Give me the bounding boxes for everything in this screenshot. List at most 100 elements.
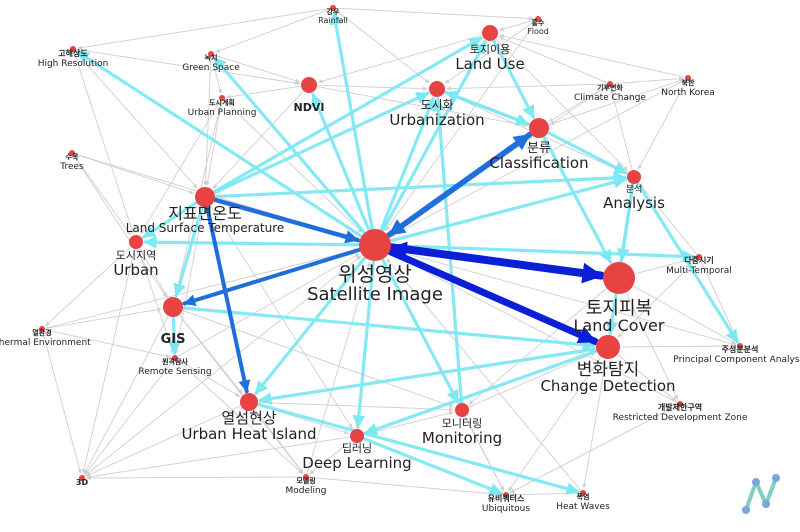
node-landuse: [482, 25, 498, 41]
medium-link-satellite-to-urbanization: [379, 96, 435, 231]
node-ndvi: [301, 77, 317, 93]
node-label-en-multitemporal: Multi-Temporal: [666, 266, 732, 276]
node-label-en-analysis: Analysis: [603, 194, 665, 212]
node-remote: [172, 355, 178, 361]
node-planning: [219, 95, 225, 101]
weak-link-remote-to-satellite: [178, 253, 360, 357]
node-multitemporal: [696, 254, 702, 260]
node-label-ko-monitoring: 모니터링: [442, 417, 482, 430]
weak-link-restricted-to-ubiquitous: [509, 405, 677, 494]
medium-link-change-to-deep: [363, 349, 598, 436]
weak-link-thermal-to-3d: [42, 332, 82, 474]
node-landcover: [603, 262, 635, 294]
weak-link-rainfall-to-urbanization: [335, 10, 430, 84]
weak-link-gis-to-3d: [83, 316, 169, 475]
node-3d: [79, 475, 85, 481]
weak-link-flood-to-urbanization: [444, 20, 536, 84]
weak-link-climate-to-northkorea: [613, 76, 684, 85]
weak-link-landcover-to-restricted: [625, 292, 679, 400]
weak-link-landuse-to-analysis: [495, 38, 629, 172]
weak-link-rainfall-to-highres: [77, 8, 330, 50]
node-label-en-trees: Trees: [59, 162, 84, 172]
node-urban: [129, 235, 143, 249]
node-flood: [535, 16, 541, 22]
medium-link-analysis-to-landcover: [616, 183, 635, 262]
weak-link-ndvi-to-classification: [317, 86, 528, 128]
node-label-ko-deep: 딥러닝: [342, 442, 372, 455]
node-label-ko-heatwaves: 폭염: [577, 492, 590, 501]
strong-link-satellite-to-change: [387, 248, 599, 345]
node-satellite: [359, 229, 391, 261]
medium-link-satellite-to-highres: [75, 50, 363, 238]
node-northkorea: [685, 75, 691, 81]
weak-link-landcover-to-monitoring: [468, 288, 607, 405]
node-label-en-northkorea: North Korea: [661, 88, 715, 98]
node-label-en-green: Green Space: [182, 63, 240, 73]
weak-link-lst-to-remote: [174, 207, 204, 354]
weak-link-green-to-ndvi: [214, 54, 300, 83]
weak-link-gis-to-monitoring: [182, 310, 454, 408]
weak-link-deep-to-3d: [86, 436, 350, 479]
node-label-en-planning: Urban Planning: [188, 108, 257, 118]
medium-link-lst-to-gis: [173, 206, 204, 298]
weak-link-urban-to-remote: [138, 249, 175, 354]
node-urbanization: [429, 81, 445, 97]
node-label-ko-analysis: 분석: [626, 184, 643, 195]
node-label-en-lst: Land Surface Temperature: [126, 221, 285, 235]
node-label-en-heatwaves: Heat Waves: [556, 502, 610, 512]
weak-link-gis-to-modeling: [179, 315, 304, 474]
nodes: [39, 5, 743, 498]
weak-link-highres-to-urban: [73, 52, 135, 234]
node-label-ko-urban: 도시지역: [116, 249, 156, 262]
medium-link-uhi-to-heatwaves: [257, 403, 580, 495]
weak-link-rainfall-to-green: [215, 8, 330, 53]
node-label-ko-lst: 지표면온도: [168, 204, 242, 223]
node-label-ko-landcover: 토지피복: [586, 298, 652, 319]
weak-link-multitemporal-to-pca: [700, 260, 739, 342]
medium-link-change-to-uhi: [258, 347, 597, 405]
weak-link-climate-to-classification: [548, 85, 608, 123]
node-label-ko-3d: 3D: [76, 478, 89, 487]
strong-link-satellite-to-gis: [182, 248, 361, 307]
weak-link-trees-to-gis: [73, 155, 167, 298]
node-label-ko-trees: 수목: [66, 152, 79, 161]
weak-link-change-to-pca: [620, 343, 736, 349]
node-gis: [163, 297, 183, 317]
weak-link-remote-to-uhi: [177, 359, 240, 397]
medium-link-satellite-to-uhi: [254, 256, 366, 395]
node-label-ko-landuse: 토지이용: [470, 43, 510, 56]
medium-link-satellite-to-deep: [352, 260, 375, 429]
node-label-ko-ubiquitous: 유비쿼터스: [488, 493, 525, 503]
weak-link-planning-to-satellite: [224, 100, 363, 233]
medium-link-deep-to-ubiquitous: [362, 437, 503, 495]
weak-link-change-to-restricted: [617, 354, 677, 402]
node-green: [208, 51, 214, 57]
weak-link-thermal-to-satellite: [45, 248, 358, 329]
node-restricted: [677, 401, 683, 407]
strong-links: [182, 131, 606, 394]
node-label-ko-restricted: 개발제한구역: [658, 402, 702, 412]
node-uhi: [240, 393, 258, 411]
node-label-en-modeling: Modeling: [286, 486, 327, 496]
medium-link-urbanization-to-classification: [443, 90, 530, 126]
weak-link-change-to-heatwaves: [582, 359, 607, 489]
node-label-en-thermal: Thermal Environment: [0, 338, 91, 348]
node-label-en-deep: Deep Learning: [302, 454, 411, 472]
node-lst: [195, 187, 215, 207]
weak-link-flood-to-landuse: [499, 19, 535, 32]
medium-link-satellite-to-analysis: [389, 176, 627, 243]
weak-link-analysis-to-climate: [610, 88, 633, 170]
node-label-ko-uhi: 열섬현상: [221, 409, 276, 427]
network-logo-icon: [742, 474, 780, 514]
medium-link-lst-to-analysis: [214, 171, 627, 199]
weak-link-northkorea-to-analysis: [637, 81, 687, 170]
medium-link-satellite-to-green: [212, 56, 366, 234]
node-label-ko-flood: 홍수: [532, 18, 545, 27]
weak-link-landcover-to-pca: [633, 285, 737, 345]
weak-link-3d-to-satellite: [84, 255, 362, 476]
node-label-en-uhi: Urban Heat Island: [181, 425, 316, 443]
node-label-ko-planning: 도시계획: [209, 98, 235, 107]
weak-links: [42, 7, 739, 498]
weak-link-urban-to-thermal: [45, 246, 131, 327]
